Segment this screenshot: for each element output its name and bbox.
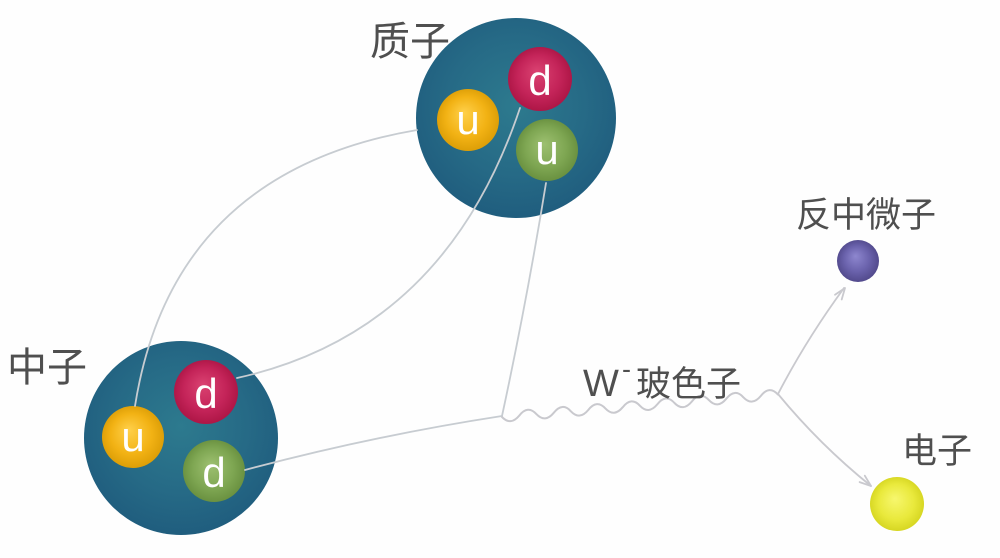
neutron-quark-letter-u: u	[121, 413, 144, 460]
proton-quark-d-red	[508, 47, 572, 111]
antineutrino-arrow	[777, 287, 846, 395]
electron-label: 电子	[902, 432, 972, 471]
electron-arrowhead	[858, 474, 872, 487]
antineutrino-label: 反中微子	[796, 196, 936, 235]
uu-spectator-quark-line	[134, 129, 418, 407]
antineutrino-arrow-shaft	[777, 287, 845, 395]
neutron-quark-u-yellow	[102, 406, 164, 468]
vertex-to-proton-uquark-line	[501, 182, 547, 417]
neutron-group	[84, 341, 278, 535]
electron-ball	[870, 477, 924, 531]
w-boson-symbol: W	[583, 363, 619, 405]
neutron-quark-d-red	[174, 360, 238, 424]
neutron-dquark-to-vertex-line	[244, 415, 503, 471]
proton-label: 质子	[370, 20, 450, 64]
antineutrino-arrowhead	[834, 287, 846, 301]
w-boson-name: 玻色子	[636, 365, 741, 404]
neutron-quark-letter-d2: d	[202, 449, 225, 496]
electron-arrow	[777, 393, 872, 487]
antineutrino-ball	[837, 240, 879, 282]
proton-quark-letter-u2: u	[535, 126, 558, 173]
w-boson-label: W - 玻色子	[583, 354, 741, 405]
w-boson-charge-sign: -	[622, 354, 631, 384]
neutron-label: 中子	[7, 346, 87, 390]
proton-quark-u-green	[516, 119, 578, 181]
w-boson-wavy-line	[501, 389, 779, 423]
proton-quark-letter-d: d	[528, 57, 551, 104]
dd-spectator-quark-line	[236, 107, 521, 379]
proton-quark-u-yellow	[437, 89, 499, 151]
proton-quark-letter-u: u	[456, 96, 479, 143]
neutron-quark-d-green	[183, 440, 245, 502]
neutron-quark-letter-d: d	[194, 370, 217, 417]
electron-arrow-shaft	[777, 393, 872, 487]
